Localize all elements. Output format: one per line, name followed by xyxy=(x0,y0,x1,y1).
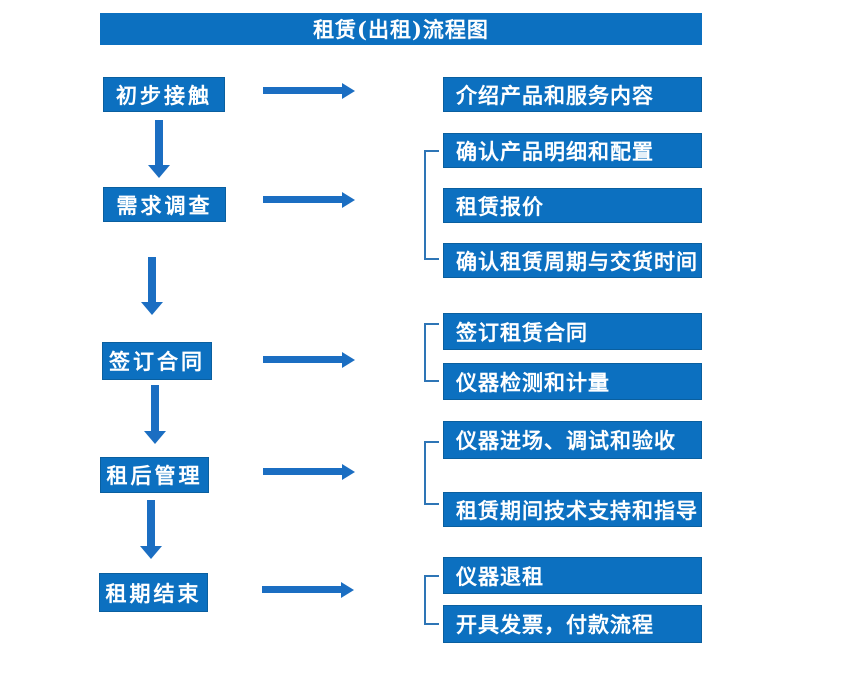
detail-box-instrument-testing: 仪器检测和计量 xyxy=(443,363,702,400)
arrow-down-3 xyxy=(144,385,166,444)
arrow-down-1 xyxy=(148,120,170,178)
detail-box-sign-rental-contract: 签订租赁合同 xyxy=(443,313,702,350)
detail-box-instrument-entry-acceptance: 仪器进场、调试和验收 xyxy=(443,421,702,459)
bracket-group-post-rental xyxy=(424,441,439,505)
detail-box-confirm-product-details: 确认产品明细和配置 xyxy=(443,133,702,168)
detail-box-technical-support: 租赁期间技术支持和指导 xyxy=(443,492,702,527)
arrow-right-demand-survey xyxy=(263,192,355,208)
flowchart-title: 租赁(出租)流程图 xyxy=(100,13,702,45)
detail-box-rental-quotation: 租赁报价 xyxy=(443,188,702,223)
arrow-down-4 xyxy=(140,500,162,559)
step-box-sign-contract: 签订合同 xyxy=(102,342,212,380)
bracket-group-rental-end xyxy=(424,575,439,625)
arrow-right-sign-contract xyxy=(263,352,355,368)
bracket-group-sign-contract xyxy=(424,323,439,382)
detail-box-instrument-return: 仪器退租 xyxy=(443,557,702,594)
step-box-demand-survey: 需求调查 xyxy=(103,187,226,222)
arrow-right-initial-contact xyxy=(263,83,355,99)
arrow-right-rental-end xyxy=(262,582,354,598)
detail-box-introduce-products: 介绍产品和服务内容 xyxy=(443,77,702,112)
detail-box-invoice-payment: 开具发票，付款流程 xyxy=(443,605,702,643)
step-box-post-rental-management: 租后管理 xyxy=(100,457,209,493)
step-box-rental-end: 租期结束 xyxy=(99,573,208,612)
bracket-group-demand-survey xyxy=(424,150,439,260)
step-box-initial-contact: 初步接触 xyxy=(103,77,225,112)
detail-box-confirm-period-delivery: 确认租赁周期与交货时间 xyxy=(443,243,702,278)
arrow-down-2 xyxy=(141,257,163,315)
arrow-right-post-rental-management xyxy=(263,464,355,480)
